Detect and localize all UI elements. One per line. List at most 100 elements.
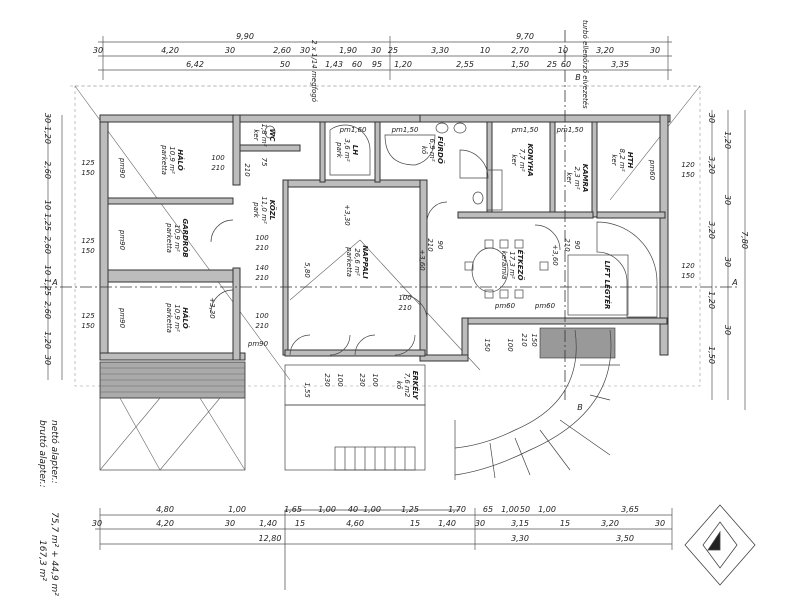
door-width: 150 [530,333,538,347]
measure-label: 210 [243,163,251,177]
sink-icon [435,122,449,134]
walls [99,114,671,362]
dimension-label: 1,25 [43,213,52,231]
bottom-dimension-lines [95,508,673,590]
room-area: 11,0 m² [260,196,268,224]
dimension-label: 7,80 [740,231,749,249]
window-width: 120 [681,161,695,169]
door-height: 210 [426,238,434,252]
room-floor: park [335,141,343,159]
window-label: pm60 [534,302,556,310]
dimension-label: 2,60 [43,301,52,319]
measure-label: 100 [506,338,514,352]
measure-label: 1,55 [303,382,311,398]
window-width: 120 [681,262,695,270]
window-height: 150 [81,169,95,177]
dimension-label: 3,50 [616,534,634,543]
window-label: pm1,60 [339,126,367,134]
dimension-label: 3,15 [511,519,529,528]
dimension-label: 30 [475,519,485,528]
dimension-label: 30 [93,46,103,55]
dimension-label: 4,80 [156,505,174,514]
dimension-label: 3,20 [707,156,716,174]
dimension-label: 10 [43,265,52,275]
annotations: +3,30+3,30+3,60+3,60pm90pm90pm90pm90pm1,… [51,73,737,412]
room-area: 7,6 m2 [403,373,411,398]
elevation-mark: +3,60 [551,244,559,266]
window-label: pm1,50 [556,126,584,134]
room-area: 1,8 m² [260,124,268,147]
room-area: 8,2 m² [618,149,626,172]
dimension-label: 10 [558,46,568,55]
room-name: HÁLÓ [181,307,190,328]
window-label: pm90 [118,229,126,251]
door-height: 210 [520,333,528,347]
elevation-mark: +3,30 [343,204,351,226]
dimension-label: 15 [295,519,305,528]
dimension-label: 15 [410,519,420,528]
door-width: 100 [255,234,269,242]
dimension-label: 2,60 [273,46,291,55]
dimension-label: 1,00 [318,505,336,514]
dimension-label: 4,20 [161,46,179,55]
dimension-label: 2,60 [43,236,52,254]
section-mark: B [575,73,581,82]
dimension-label: 1,50 [511,60,529,69]
dimension-label: 3,30 [511,534,529,543]
window-width: 125 [81,237,95,245]
window-label: pm1,50 [511,126,539,134]
dimension-label: 1,25 [43,278,52,296]
dimension-label: 1,20 [43,126,52,144]
dimension-label: 1,20 [394,60,412,69]
dimension-label: 9,90 [236,32,254,41]
room-name: ÉTKEZŐ [516,250,525,281]
dimension-label: 1,70 [448,505,466,514]
dimension-label: 50 [520,505,530,514]
dimension-label: 2,70 [511,46,529,55]
dimension-label: 1,40 [259,519,277,528]
fixtures [264,122,658,318]
dining-chairs [464,239,549,299]
window-label: pm90 [118,157,126,179]
bottom-dimension-row-3: 12,80 3,30 3,50 [259,534,634,543]
window-height: 150 [681,171,695,179]
door-width: 100 [255,312,269,320]
dimension-label: 12,80 [259,534,282,543]
dimension-label: 1,00 [538,505,556,514]
window-label: pm60 [648,159,656,181]
door-width: 90 [573,241,581,250]
dimension-label: 60 [352,60,362,69]
net-area-value: 75,7 m² + 44,9 m² [49,512,59,596]
window-label: pm90 [118,307,126,329]
dimension-label: 30 [650,46,660,55]
window-label: pm60 [494,302,516,310]
dimension-label: 30 [43,355,52,365]
north-arrow-icon [684,504,756,586]
toilet-icon [264,125,276,139]
dimension-label: 3,20 [596,46,614,55]
gross-area-label: bruttó alapter.: [37,420,48,488]
measure-label: 100 [371,373,379,387]
dimension-label: 30 [723,195,732,205]
elevation-mark: +3,30 [208,297,216,319]
area-summary: nettó alapter.: bruttó alapter.: 75,7 m²… [37,420,60,596]
room-floor: parketta [165,222,173,253]
dimension-label: 1,00 [501,505,519,514]
dimension-label: 10 [480,46,490,55]
curved-stair [454,329,620,480]
measure-label: 150 [483,338,491,352]
dimension-label: 1,20 [707,291,716,309]
door-height: 210 [255,244,269,252]
top-dimension-lines [70,36,700,87]
room-name: KAMRA [581,164,589,193]
net-area-label: nettó alapter.: [49,420,60,484]
dimension-label: 30 [723,257,732,267]
room-name: GARDRÓB [181,218,190,257]
dimension-label: 1,25 [401,505,419,514]
dimension-label: 60 [561,60,571,69]
room-area: 7,7 m² [518,149,526,172]
